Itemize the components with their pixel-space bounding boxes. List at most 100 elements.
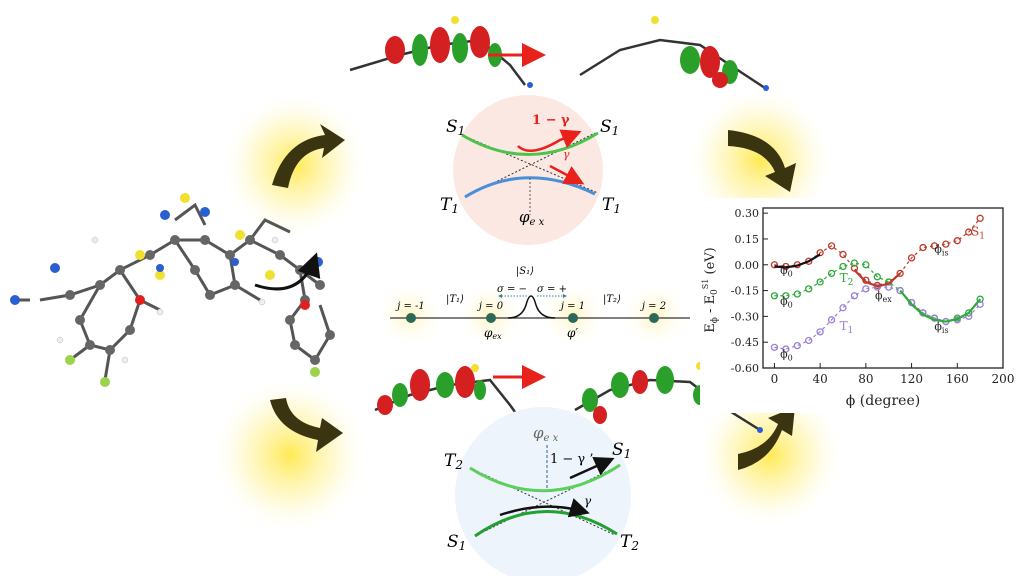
data-point-S1 bbox=[839, 250, 847, 259]
top-crossing-panel bbox=[453, 95, 603, 245]
t2-surface bbox=[469, 463, 621, 493]
svg-text:S1: S1 bbox=[600, 117, 619, 138]
data-point-T2 bbox=[873, 273, 881, 281]
data-point-T2 bbox=[839, 262, 847, 271]
x-tick-label: 80 bbox=[858, 372, 873, 386]
s1-surface bbox=[461, 131, 599, 156]
lattice-diagram bbox=[390, 294, 690, 323]
phi-ex-label: φex bbox=[484, 326, 502, 341]
t1-ket: |T₁⟩ bbox=[446, 294, 464, 305]
rotation-arrow-icon bbox=[254, 252, 321, 291]
data-point-T1 bbox=[793, 341, 801, 350]
sigma-plus: σ = + bbox=[537, 284, 567, 295]
top-prob-upper: 1 − γ bbox=[532, 113, 570, 128]
data-point-S1 bbox=[930, 242, 939, 250]
data-point-T2 bbox=[816, 278, 824, 286]
plot-frame bbox=[762, 207, 1004, 369]
svg-text:S1: S1 bbox=[446, 117, 465, 138]
svg-text:T1: T1 bbox=[602, 195, 621, 216]
t2-ket: |T₂⟩ bbox=[603, 294, 621, 305]
data-point-S1 bbox=[896, 269, 904, 278]
bottom-left-upper-state: T bbox=[444, 451, 457, 471]
curved-arrow-icons bbox=[270, 124, 796, 470]
data-point-T1 bbox=[896, 286, 904, 295]
y-tick-label: 0.15 bbox=[735, 233, 760, 246]
y-tick-label: -0.30 bbox=[731, 310, 759, 323]
molecule-ground-state bbox=[10, 193, 335, 387]
data-point-T1 bbox=[873, 283, 881, 291]
svg-text:S1: S1 bbox=[447, 532, 466, 553]
svg-text:T2: T2 bbox=[620, 532, 639, 553]
data-point-T1 bbox=[862, 285, 870, 293]
svg-text:φe x: φe x bbox=[519, 208, 545, 228]
s1-surface-bottom bbox=[474, 510, 618, 538]
lattice-site bbox=[649, 313, 659, 323]
data-point-S1 bbox=[919, 243, 927, 252]
data-point-T1 bbox=[850, 292, 859, 300]
data-point-T1 bbox=[827, 316, 836, 324]
curved-arrow-top-right-icon bbox=[728, 130, 796, 192]
sigma-minus: σ = − bbox=[497, 284, 527, 295]
data-point-S1 bbox=[965, 228, 973, 236]
data-point-T2 bbox=[976, 295, 984, 303]
data-point-T2 bbox=[770, 292, 779, 300]
svg-text:S1: S1 bbox=[612, 440, 631, 461]
x-tick-label: 0 bbox=[771, 372, 779, 386]
data-point-T1 bbox=[782, 345, 790, 353]
data-point-T2 bbox=[827, 269, 836, 278]
x-axis-label: ϕ (degree) bbox=[846, 393, 920, 409]
fit-curve bbox=[774, 253, 821, 269]
curved-arrow-bottom-right-icon bbox=[738, 407, 795, 470]
data-point-T1 bbox=[816, 328, 824, 336]
data-point-T2 bbox=[850, 259, 859, 267]
bottom-prob-lower: γ bbox=[584, 494, 592, 508]
bottom-right-upper-state: S bbox=[612, 440, 624, 460]
top-right-lower-state: T bbox=[602, 195, 615, 215]
data-point-T1 bbox=[805, 336, 813, 345]
curved-arrow-bottom-left-icon bbox=[270, 398, 343, 452]
lattice-site bbox=[486, 313, 496, 323]
site-label: j = 0 bbox=[477, 301, 504, 312]
y-tick-label: -0.15 bbox=[731, 285, 759, 298]
data-point-S1 bbox=[976, 214, 984, 222]
bottom-prob-upper: 1 − γ ’ bbox=[550, 452, 593, 467]
top-left-upper-state: S bbox=[446, 117, 458, 137]
top-left-lower-state: T bbox=[440, 195, 453, 215]
bottom-right-lower-state: T bbox=[620, 532, 633, 552]
data-point-S1 bbox=[770, 261, 779, 269]
data-point-S1 bbox=[953, 237, 961, 245]
curved-arrow-top-left-icon bbox=[272, 124, 345, 188]
data-point-T2 bbox=[862, 261, 870, 269]
t1-surface bbox=[464, 176, 596, 199]
y-axis-label: Eϕ - E0S1 (eV) bbox=[701, 247, 720, 332]
lattice-site bbox=[406, 313, 416, 323]
y-tick-label: -0.45 bbox=[731, 336, 759, 349]
lattice-site bbox=[568, 313, 578, 323]
s1-ket: |S₁⟩ bbox=[516, 266, 534, 277]
top-crossing-label: φ bbox=[519, 208, 530, 226]
bottom-left-lower-state: S bbox=[447, 532, 459, 552]
y-tick-label: 0.00 bbox=[735, 259, 760, 272]
fit-curve bbox=[899, 289, 981, 323]
x-tick-label: 40 bbox=[813, 372, 828, 386]
data-point-T2 bbox=[782, 292, 790, 300]
orbital-molecule-top-right bbox=[579, 16, 769, 91]
wavepacket bbox=[507, 295, 556, 319]
site-label: j = 2 bbox=[640, 301, 666, 312]
top-prob-lower: γ bbox=[563, 148, 570, 161]
bottom-crossing-label: φ bbox=[533, 424, 544, 442]
svg-text:T1: T1 bbox=[440, 195, 459, 216]
data-point-S1 bbox=[942, 240, 950, 248]
top-right-upper-state: S bbox=[600, 117, 612, 137]
data-point-T1 bbox=[839, 304, 847, 312]
site-label: j = -1 bbox=[395, 301, 425, 312]
orbital-molecule-top-left bbox=[349, 16, 533, 88]
svg-text:φe x: φe x bbox=[533, 424, 559, 444]
data-point-T2 bbox=[793, 290, 801, 298]
x-tick-label: 160 bbox=[946, 372, 969, 386]
x-tick-label: 120 bbox=[900, 372, 923, 386]
orbital-molecule-bottom-left bbox=[374, 364, 530, 431]
data-point-T1 bbox=[770, 343, 779, 352]
